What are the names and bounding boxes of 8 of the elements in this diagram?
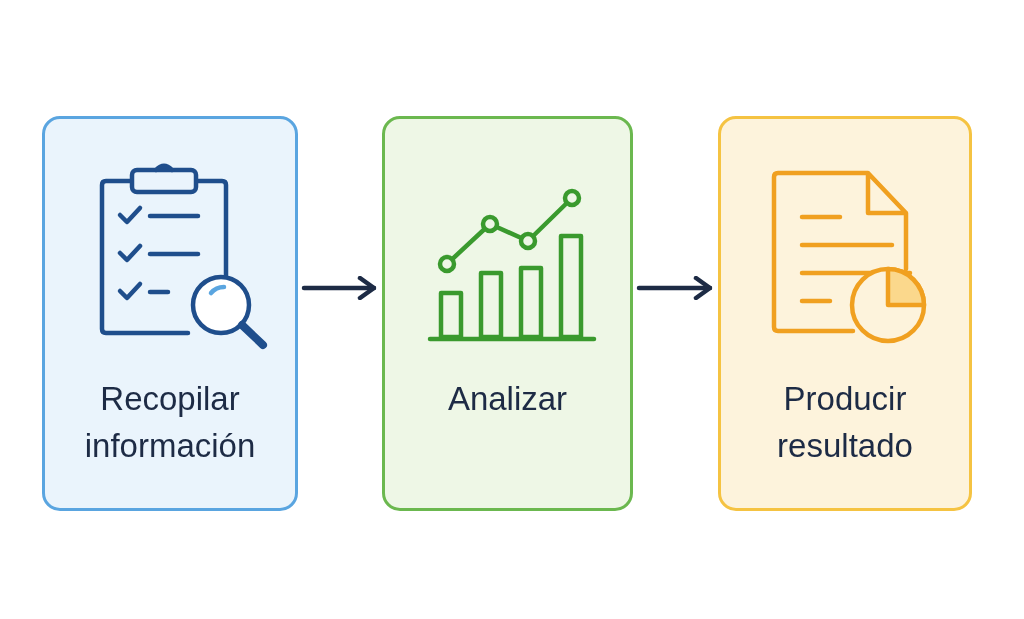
arrow <box>301 275 377 301</box>
step-label: Producir resultado <box>776 379 914 466</box>
arrow <box>636 275 713 301</box>
step-label: Analizar <box>446 379 569 419</box>
process-card <box>718 116 972 511</box>
step-label: Recopilar información <box>83 379 257 466</box>
process-card <box>382 116 633 511</box>
process-card <box>42 116 298 511</box>
